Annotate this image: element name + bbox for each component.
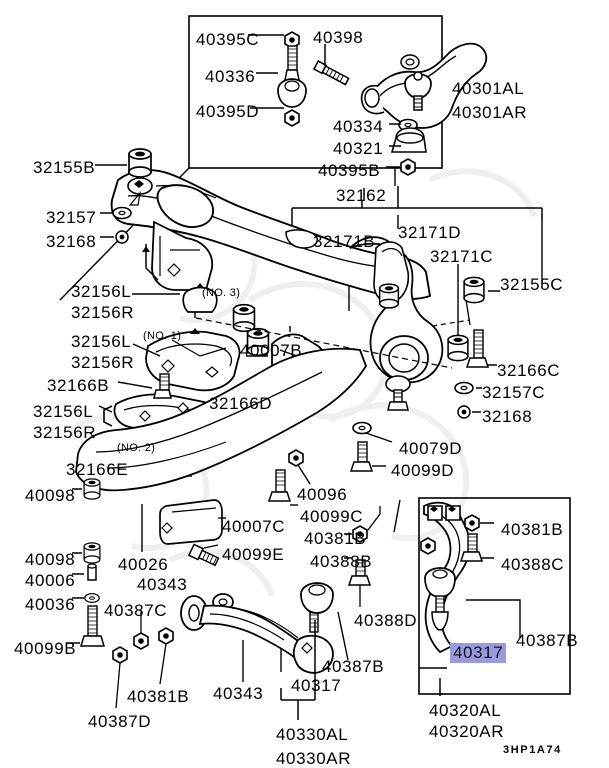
part-label-32162: 32162 bbox=[336, 186, 387, 205]
part-label-40321: 40321 bbox=[333, 139, 384, 158]
part-label-32157: 32157 bbox=[46, 208, 97, 227]
part-label-32171B: 32171B bbox=[313, 232, 376, 251]
part-label-40381B-right: 40381B bbox=[501, 520, 564, 539]
part-label-40398: 40398 bbox=[313, 28, 364, 47]
part-label-40334: 40334 bbox=[333, 117, 384, 136]
part-label-40006: 40006 bbox=[25, 571, 76, 590]
part-label-40395D: 40395D bbox=[196, 102, 260, 121]
part-label-32166E: 32166E bbox=[66, 460, 129, 479]
part-label-40099C: 40099C bbox=[300, 507, 364, 526]
part-label-32156L-no2: 32156L bbox=[33, 402, 94, 421]
part-label-32156L-no3: 32156L bbox=[71, 282, 132, 301]
part-label-40007C: 40007C bbox=[222, 517, 286, 536]
part-label-40395C: 40395C bbox=[196, 30, 260, 49]
part-label-32171C: 32171C bbox=[430, 247, 494, 266]
part-label-40381B-lower: 40381B bbox=[127, 687, 190, 706]
part-label-40098-upper: 40098 bbox=[25, 486, 76, 505]
part-label-40388D: 40388D bbox=[354, 611, 418, 630]
part-label-32156R-no2: 32156R bbox=[33, 423, 97, 442]
part-label-40007B: 40007B bbox=[240, 341, 303, 360]
part-label-40317-center: 40317 bbox=[291, 676, 342, 695]
part-label-32171D: 32171D bbox=[398, 223, 462, 242]
part-label-40388C: 40388C bbox=[501, 555, 565, 574]
part-label-40036: 40036 bbox=[25, 595, 76, 614]
part-label-40387B-right: 40387B bbox=[516, 631, 579, 650]
drawing-code: 3HP1A74 bbox=[503, 744, 562, 756]
part-label-32155B: 32155B bbox=[33, 158, 96, 177]
part-label-40099D: 40099D bbox=[391, 461, 455, 480]
part-label-40343-lower: 40343 bbox=[213, 684, 264, 703]
part-label-40320AR: 40320AR bbox=[429, 722, 505, 741]
part-label-32156L-no1: 32156L bbox=[71, 332, 132, 351]
part-label-40026: 40026 bbox=[118, 555, 169, 574]
part-label-40343-upper: 40343 bbox=[137, 575, 188, 594]
part-label-40388B: 40388B bbox=[310, 552, 373, 571]
part-label-32156R-no1: 32156R bbox=[71, 353, 135, 372]
part-label-40099B: 40099B bbox=[14, 639, 77, 658]
part-label-40320AL: 40320AL bbox=[429, 701, 502, 720]
part-label-40098-lower: 40098 bbox=[25, 550, 76, 569]
part-label-40381B-center: 40381B bbox=[304, 529, 367, 548]
part-label-40079D: 40079D bbox=[399, 439, 463, 458]
part-label-32166D: 32166D bbox=[209, 394, 273, 413]
part-label-40330AL: 40330AL bbox=[276, 725, 349, 744]
part-label-32155C: 32155C bbox=[500, 275, 564, 294]
part-label-32168-right: 32168 bbox=[482, 407, 533, 426]
part-label-40336: 40336 bbox=[205, 67, 256, 86]
note-no2: (NO. 2) bbox=[117, 442, 156, 454]
part-label-40096: 40096 bbox=[297, 485, 348, 504]
part-label-32166B: 32166B bbox=[47, 376, 110, 395]
part-label-32166C: 32166C bbox=[497, 361, 561, 380]
part-label-32168-left: 32168 bbox=[46, 232, 97, 251]
part-label-40301AR: 40301AR bbox=[452, 103, 528, 122]
part-label-32156R-no3: 32156R bbox=[71, 303, 135, 322]
part-label-40387D: 40387D bbox=[88, 712, 152, 731]
part-label-40099E: 40099E bbox=[222, 545, 285, 564]
note-no1: (NO. 1) bbox=[143, 330, 182, 342]
highlighted-part-label-40317[interactable]: 40317 bbox=[450, 643, 507, 663]
part-label-32157C: 32157C bbox=[482, 383, 546, 402]
part-label-40395B: 40395B bbox=[318, 161, 381, 180]
part-label-40330AR: 40330AR bbox=[276, 749, 352, 768]
part-label-40301AL: 40301AL bbox=[452, 79, 525, 98]
part-label-40387C: 40387C bbox=[104, 601, 168, 620]
part-label-40387B-center: 40387B bbox=[322, 657, 385, 676]
note-no3: (NO. 3) bbox=[202, 287, 241, 299]
